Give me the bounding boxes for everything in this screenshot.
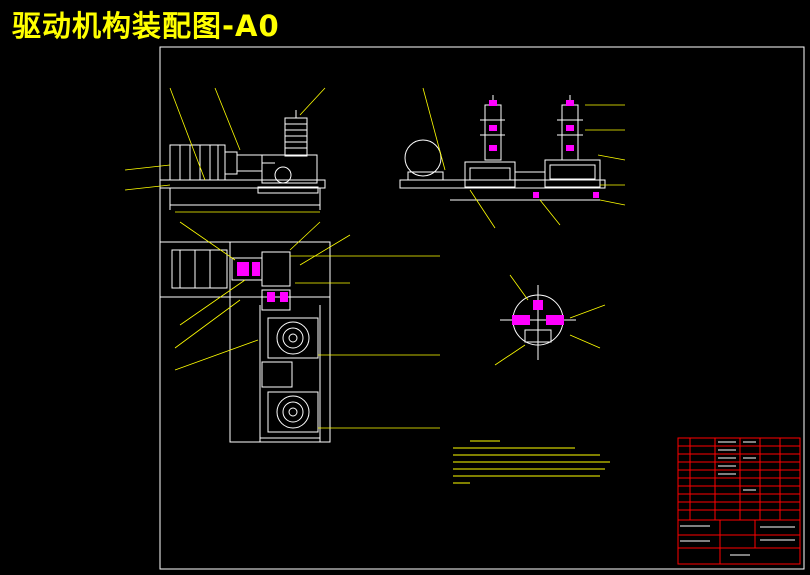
side-view-leaders	[422, 87, 626, 229]
drawing-title: 驱动机构装配图-A0	[12, 9, 280, 43]
technical-notes	[453, 440, 610, 484]
plan-view	[159, 241, 331, 443]
section-detail	[500, 285, 576, 360]
section-detail-highlights	[512, 300, 564, 325]
title-block	[677, 437, 801, 565]
front-view-leaders	[124, 87, 326, 213]
side-view	[399, 95, 606, 201]
title-block-text-marks	[680, 441, 795, 556]
section-detail-leaders	[494, 274, 606, 366]
plan-view-leaders	[174, 221, 440, 429]
drawing-frame	[159, 46, 805, 570]
plan-view-highlights	[237, 262, 288, 302]
side-view-highlights	[489, 100, 599, 198]
front-view	[159, 110, 326, 210]
